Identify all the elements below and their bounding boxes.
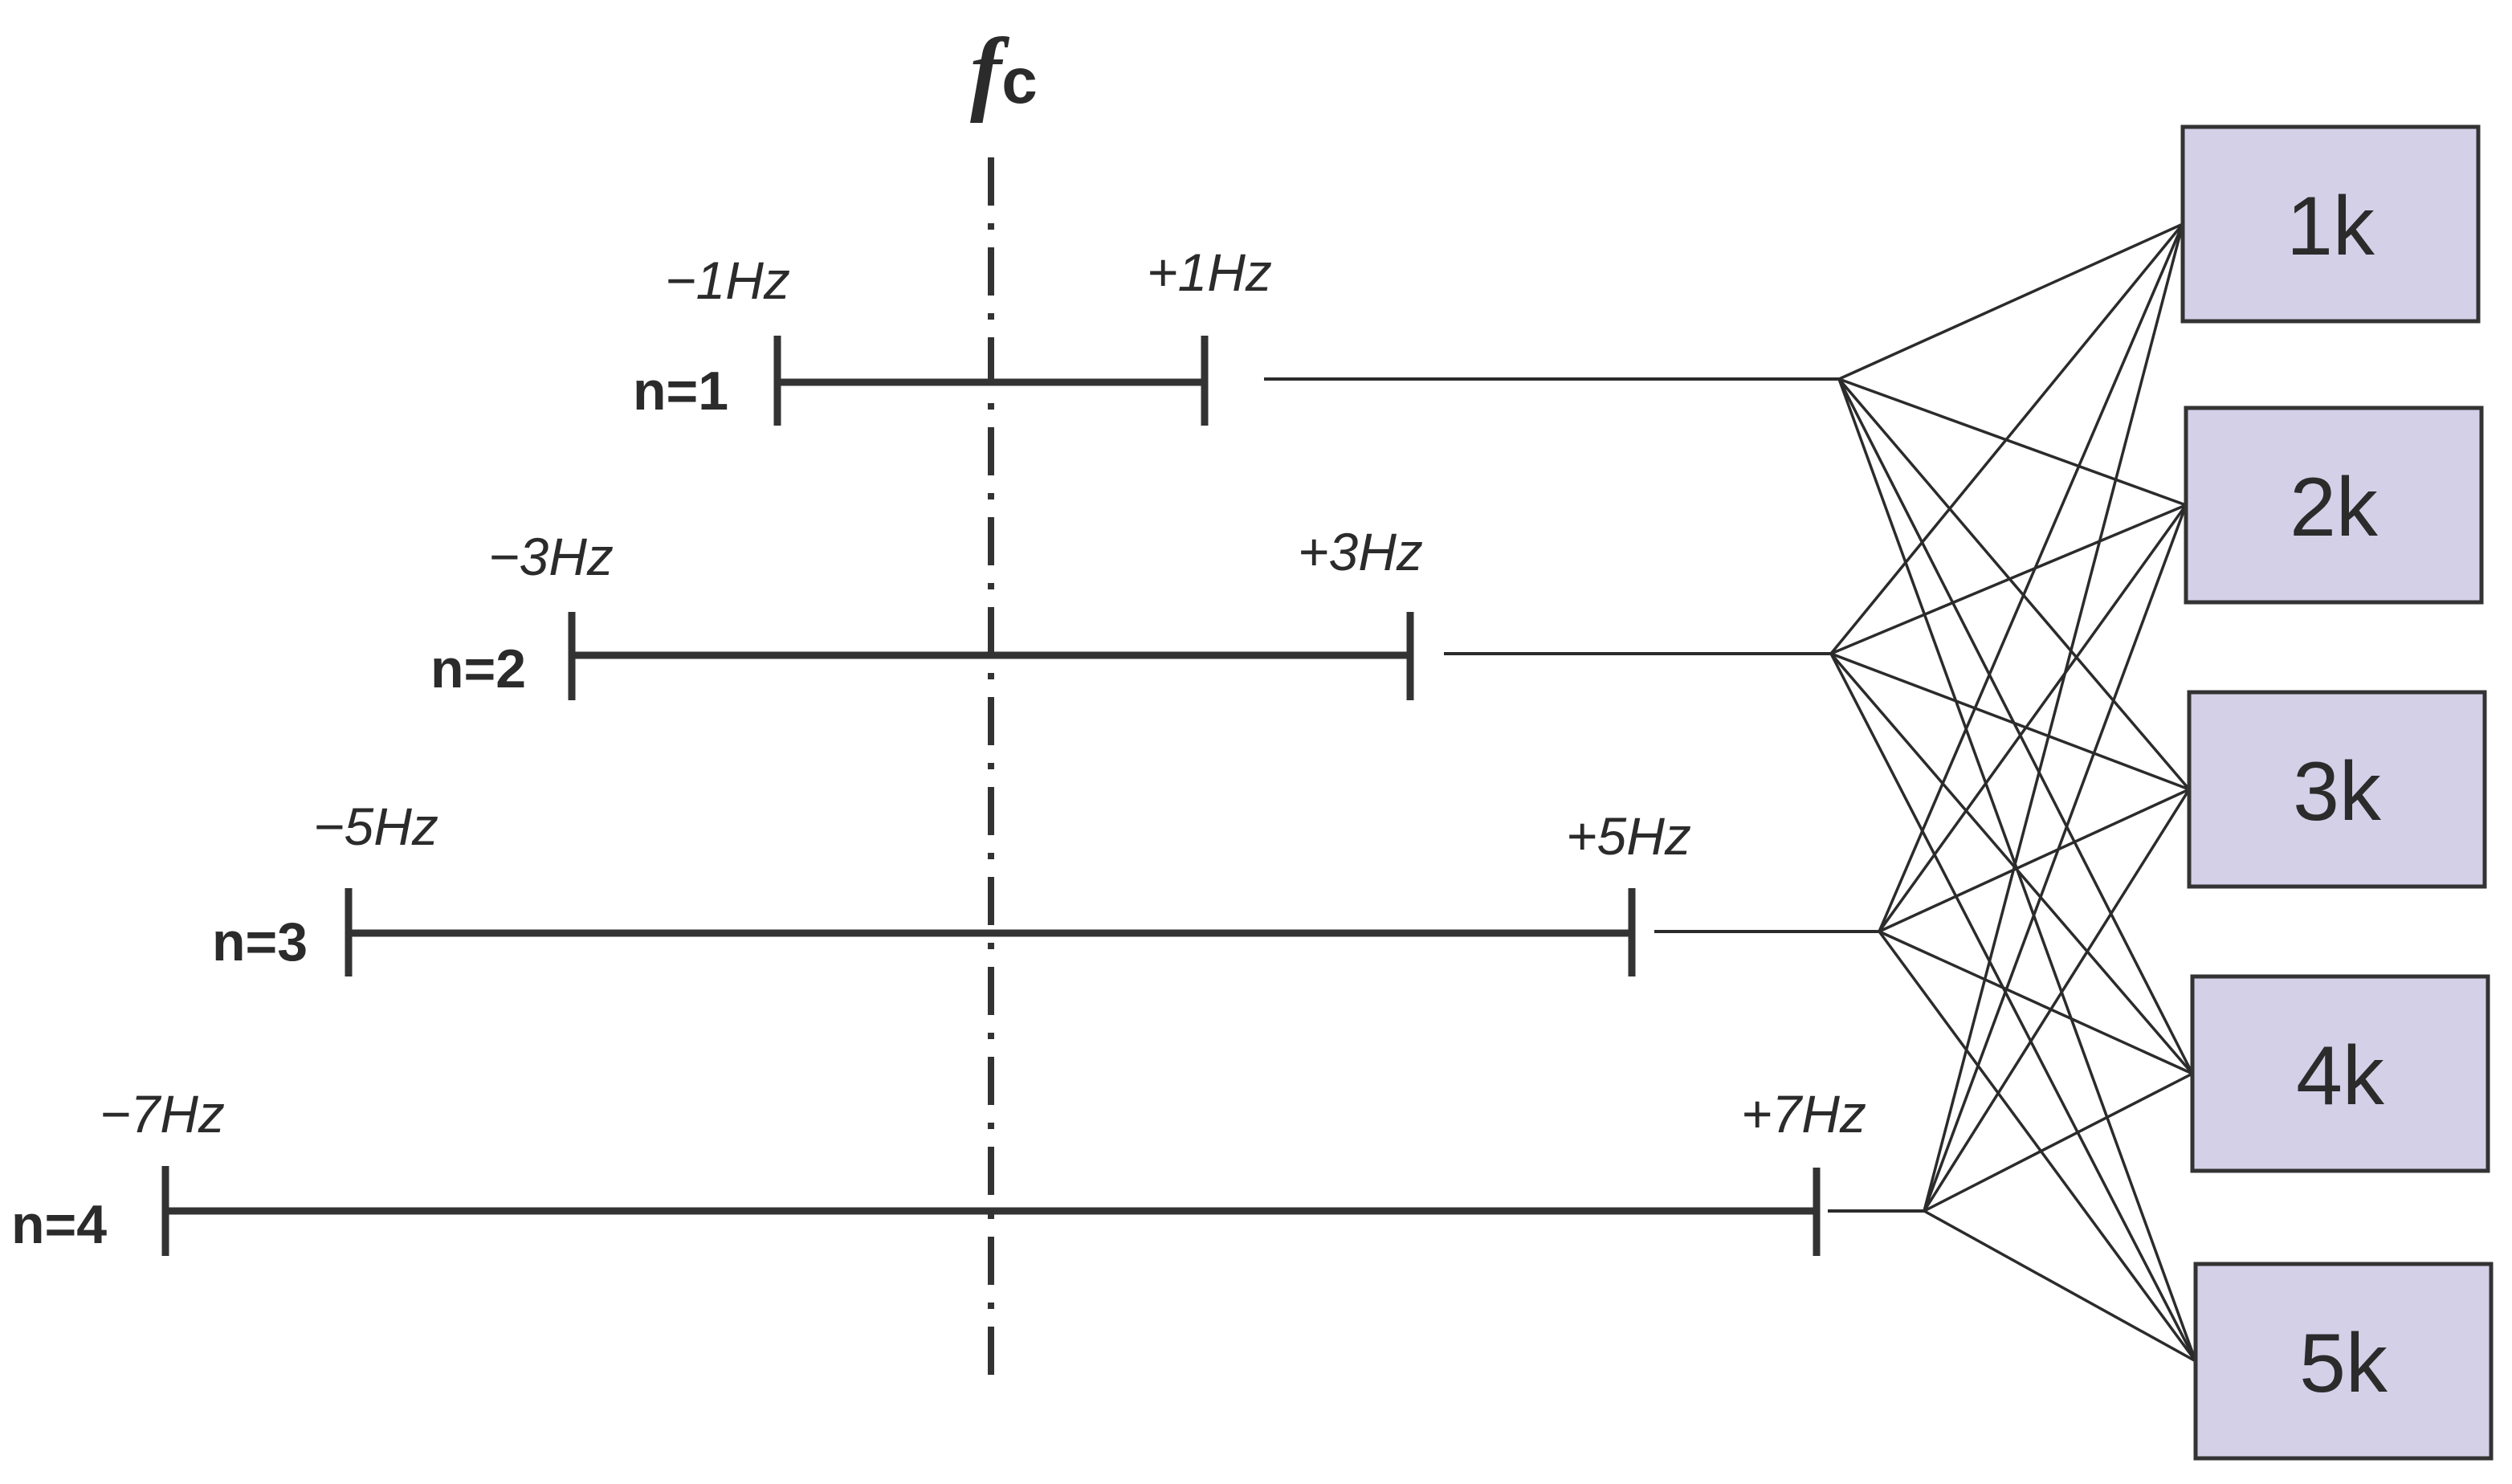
connection-line-n3-2k (1878, 503, 2188, 933)
connection-line-n1-1k (1838, 222, 2184, 381)
output-box (2193, 1262, 2494, 1461)
band-row-3: n=3 −5Hz +5Hz (212, 797, 1879, 976)
connection-line-n4-4k (1923, 1072, 2193, 1213)
connection-line-n2-5k (1829, 653, 2197, 1362)
connection-line-n4-1k (1923, 223, 2184, 1212)
output-box-3k: 3k (2187, 690, 2487, 889)
connection-line-n4-2k (1923, 504, 2188, 1212)
output-box-1k: 1k (2180, 124, 2481, 324)
connection-line-n2-4k (1829, 652, 2194, 1075)
connection-line-n2-1k (1829, 222, 2184, 655)
band-upper-label: +1Hz (1147, 243, 1272, 302)
connection-line-n3-5k (1878, 930, 2197, 1363)
connection-line-n4-5k (1923, 1209, 2196, 1363)
band-row-label: n=3 (212, 911, 308, 972)
connection-line-n3-3k (1878, 788, 2190, 933)
output-box-2k: 2k (2184, 406, 2484, 605)
connection-line-n3-1k (1878, 223, 2184, 932)
connection-lines (1829, 222, 2197, 1363)
output-box-4k: 4k (2190, 974, 2490, 1173)
band-upper-label: +5Hz (1566, 806, 1691, 866)
band-lower-label: −1Hz (665, 251, 790, 310)
center-frequency-subscript: c (1001, 45, 1038, 116)
output-box-label: 3k (2293, 745, 2382, 838)
band-row-2: n=2 −3Hz +3Hz (430, 522, 1831, 700)
output-box (2187, 690, 2487, 889)
connection-line-n4-3k (1923, 789, 2191, 1212)
output-box-label: 4k (2296, 1029, 2385, 1123)
band-lower-label: −3Hz (488, 527, 614, 586)
connection-line-n3-4k (1878, 930, 2193, 1075)
band-row-1: n=1 −1Hz +1Hz (633, 243, 1839, 426)
output-box (2184, 406, 2484, 605)
band-lower-label: −5Hz (313, 797, 438, 856)
band-row-label: n=1 (633, 361, 728, 422)
band-lower-label: −7Hz (100, 1084, 225, 1144)
band-upper-label: +3Hz (1298, 522, 1423, 581)
connection-line-n2-2k (1830, 503, 2187, 655)
connection-line-n1-3k (1837, 377, 2191, 791)
connection-line-n1-4k (1837, 378, 2194, 1074)
band-row-label: n=4 (11, 1194, 107, 1255)
output-box-label: 1k (2286, 180, 2375, 273)
output-box-label: 2k (2290, 461, 2379, 554)
output-box-label: 5k (2299, 1317, 2388, 1410)
band-row-4: n=4 −7Hz +7Hz (11, 1084, 1924, 1256)
band-upper-label: +7Hz (1741, 1084, 1866, 1144)
center-frequency-label: fc (970, 18, 1038, 124)
output-box (2180, 124, 2481, 324)
output-box (2190, 974, 2490, 1173)
connection-line-n2-3k (1830, 652, 2190, 791)
output-box-5k: 5k (2193, 1262, 2494, 1461)
connection-line-n1-2k (1838, 377, 2187, 507)
band-row-label: n=2 (430, 638, 526, 699)
